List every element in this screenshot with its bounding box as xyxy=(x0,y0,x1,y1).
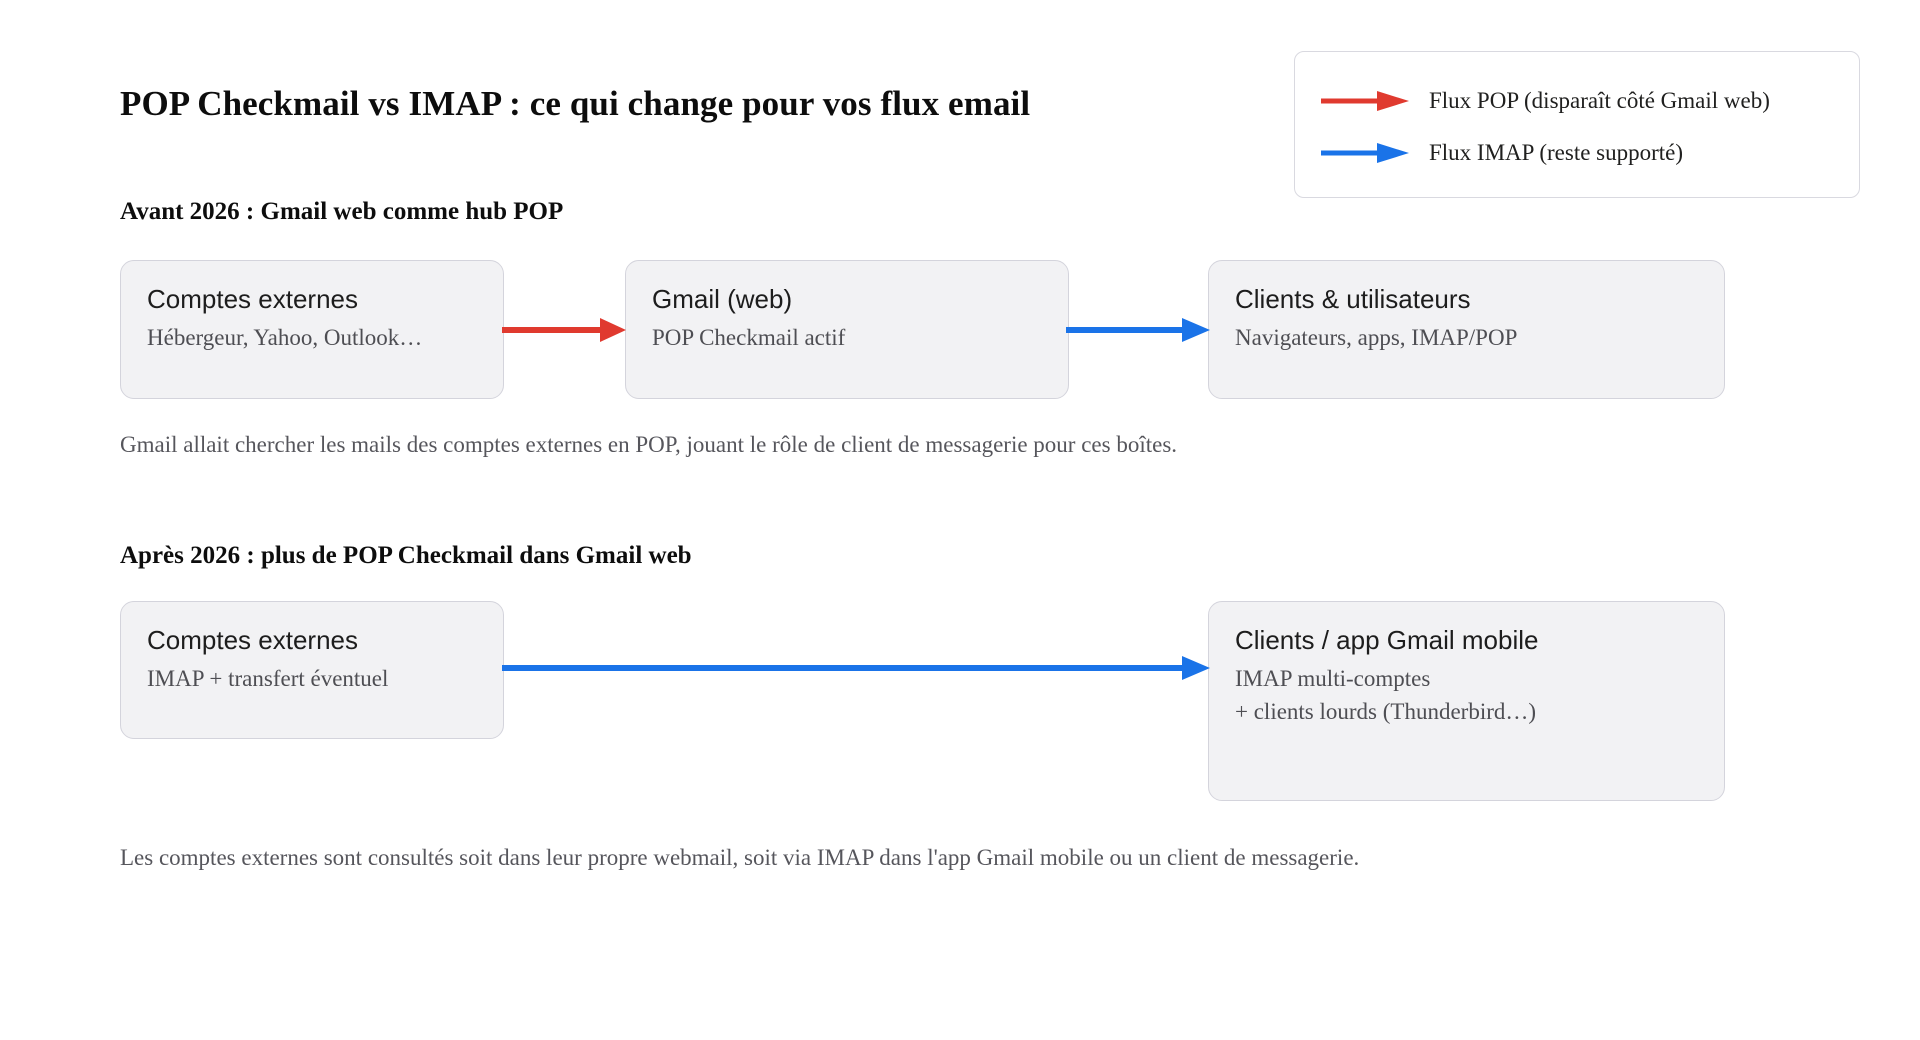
legend-label-flux-imap: Flux IMAP (reste supporté) xyxy=(1429,140,1684,165)
node-title: Gmail (web) xyxy=(652,284,793,314)
imap-arrow-gmail-to-clients xyxy=(1066,318,1210,342)
node-subtitle: POP Checkmail actif xyxy=(652,324,846,350)
node-clients-app-gmail-mobile: Clients / app Gmail mobile IMAP multi-co… xyxy=(1208,601,1725,801)
node-title: Clients / app Gmail mobile xyxy=(1235,625,1539,655)
node-clients-utilisateurs: Clients & utilisateurs Navigateurs, apps… xyxy=(1208,260,1725,399)
node-title: Comptes externes xyxy=(147,625,358,655)
caption-apres-2026: Les comptes externes sont consultés soit… xyxy=(120,845,1360,870)
legend-label-flux-pop: Flux POP (disparaît côté Gmail web) xyxy=(1429,88,1770,113)
node-gmail-web: Gmail (web) POP Checkmail actif xyxy=(625,260,1069,399)
legend-item-flux-imap: Flux IMAP (reste supporté) xyxy=(1319,138,1683,168)
node-comptes-externes-apres: Comptes externes IMAP + transfert éventu… xyxy=(120,601,504,739)
pop-arrow-externes-to-gmail xyxy=(502,318,626,342)
node-comptes-externes-avant: Comptes externes Hébergeur, Yahoo, Outlo… xyxy=(120,260,504,399)
node-subtitle-line-2: + clients lourds (Thunderbird…) xyxy=(1235,699,1537,725)
arrow-right-icon xyxy=(1321,91,1409,111)
node-subtitle-line-1: IMAP multi-comptes xyxy=(1235,665,1431,691)
imap-arrow-externes-to-mobile xyxy=(502,656,1210,680)
node-title: Clients & utilisateurs xyxy=(1235,284,1471,314)
node-subtitle: Navigateurs, apps, IMAP/POP xyxy=(1235,324,1518,350)
page-title: POP Checkmail vs IMAP : ce qui change po… xyxy=(120,84,1031,123)
section-heading-avant-2026: Avant 2026 : Gmail web comme hub POP xyxy=(120,198,564,225)
caption-avant-2026: Gmail allait chercher les mails des comp… xyxy=(120,432,1178,457)
legend: Flux POP (disparaît côté Gmail web) Flux… xyxy=(1294,51,1860,198)
node-title: Comptes externes xyxy=(147,284,358,314)
node-subtitle: IMAP + transfert éventuel xyxy=(147,665,389,691)
section-heading-apres-2026: Après 2026 : plus de POP Checkmail dans … xyxy=(120,542,692,569)
node-subtitle: Hébergeur, Yahoo, Outlook… xyxy=(147,324,423,350)
arrow-right-icon xyxy=(1321,143,1409,163)
legend-item-flux-pop: Flux POP (disparaît côté Gmail web) xyxy=(1319,86,1770,116)
